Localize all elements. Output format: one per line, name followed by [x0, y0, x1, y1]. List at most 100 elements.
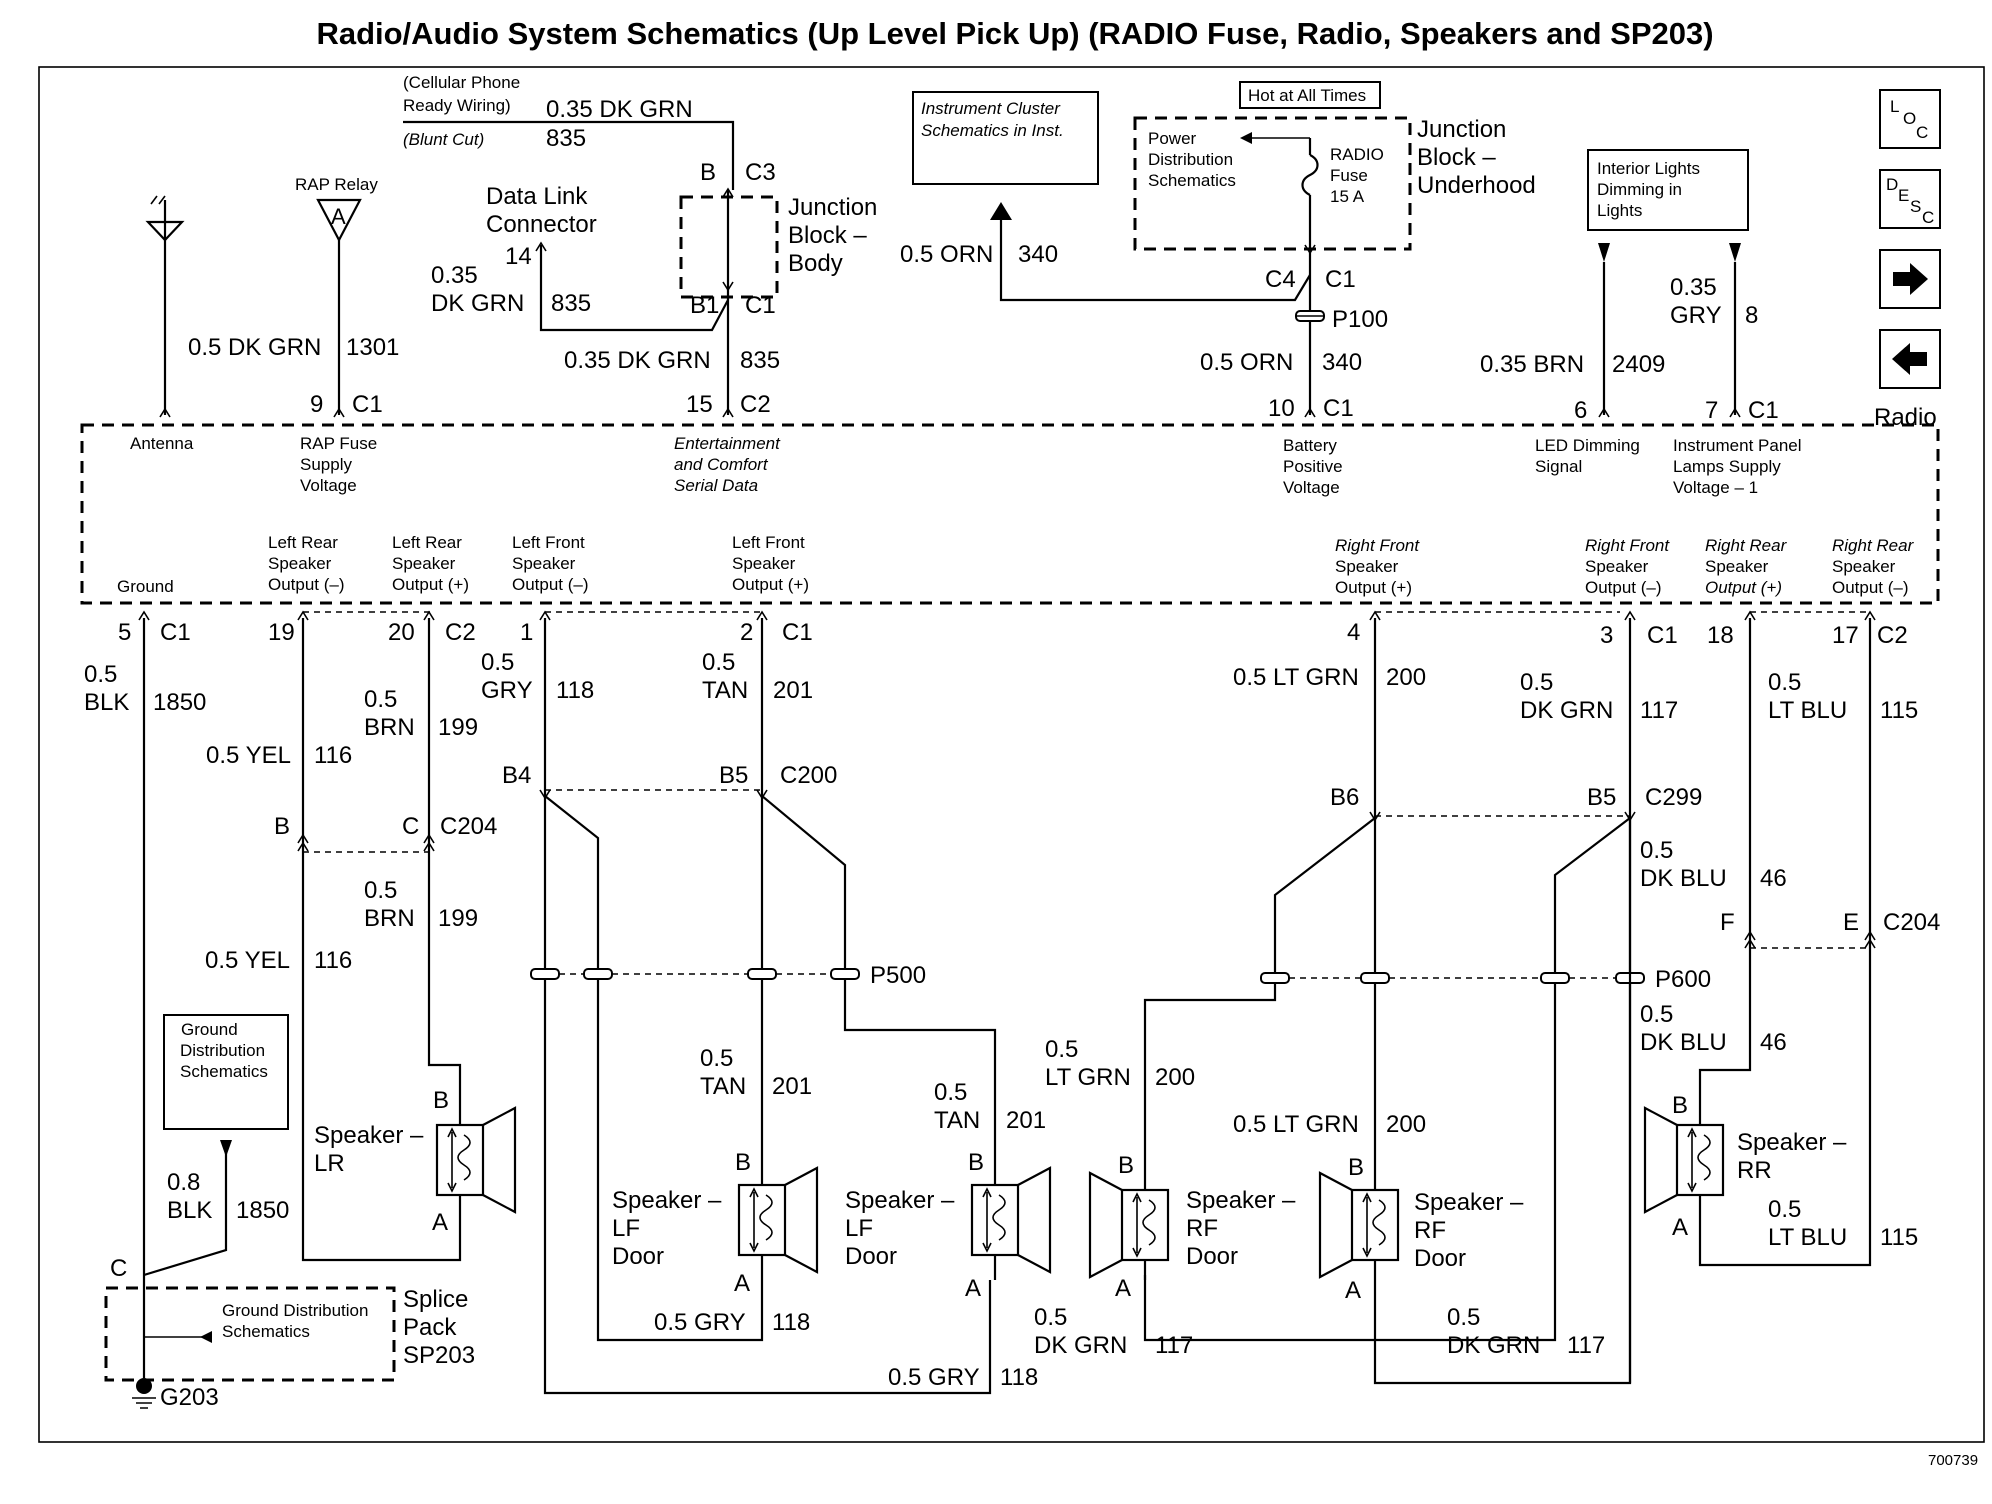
desc-letter-3: S	[1910, 197, 1921, 216]
rf2-pin-a: A	[1345, 1277, 1361, 1304]
bat-wire-label: 0.5 ORN	[1200, 349, 1293, 376]
pin-9: 9	[310, 391, 323, 418]
lrm-circuit: 116	[314, 742, 352, 769]
rfp2-circuit: 200	[1155, 1064, 1195, 1091]
interior-ref-1: Interior Lights	[1597, 159, 1700, 178]
ground-ref-3: Schematics	[180, 1062, 268, 1081]
radio-output-rrp-1: Right Rear	[1705, 536, 1788, 555]
lrp2-wire-1: 0.5	[364, 877, 397, 904]
radio-output-rrm-1: Right Rear	[1832, 536, 1915, 555]
connector-c4: C4	[1265, 266, 1296, 293]
ground-ref2-1: Ground Distribution	[222, 1301, 368, 1320]
pin-19: 19	[268, 619, 295, 646]
jbu-label-2: Block –	[1417, 144, 1496, 171]
rrm-circuit: 115	[1880, 697, 1918, 724]
lfm-wire-2: GRY	[481, 677, 533, 704]
ground-ref-2: Distribution	[180, 1041, 265, 1060]
speaker-rf-2-icon	[1318, 1171, 1400, 1279]
pin-b4: B4	[502, 762, 531, 789]
led-wire-label: 0.35 BRN	[1480, 351, 1584, 378]
cell-circuit-label: 835	[546, 125, 586, 152]
speaker-rr-icon	[1643, 1106, 1725, 1214]
lrp2-wire-2: BRN	[364, 905, 415, 932]
cell-wire-label: 0.35 DK GRN	[546, 96, 693, 123]
cell-label-2: Ready Wiring)	[403, 96, 511, 115]
radio-input-antenna: Antenna	[130, 434, 194, 453]
radio-input-battery-2: Positive	[1283, 457, 1343, 476]
dlc-label-2: Connector	[486, 211, 597, 238]
desc-letter-1: D	[1886, 175, 1898, 194]
pin-17: 17	[1832, 622, 1859, 649]
radio-input-led-1: LED Dimming	[1535, 436, 1640, 455]
radio-input-battery-1: Battery	[1283, 436, 1337, 455]
interior-ref-2: Dimming in	[1597, 180, 1682, 199]
rrp-wire-2: DK BLU	[1640, 865, 1727, 892]
speaker-lf1-label-2: LF	[612, 1215, 640, 1242]
fuse-label-1: RADIO	[1330, 145, 1384, 164]
lrp-circuit: 199	[438, 714, 478, 741]
cell-label-3: (Blunt Cut)	[403, 130, 484, 149]
lfm3-circuit: 118	[1000, 1364, 1038, 1391]
radio-input-battery-3: Voltage	[1283, 478, 1340, 497]
rap-wire-label: 0.5 DK GRN	[188, 334, 321, 361]
radio-output-lrp-3: Output (+)	[392, 575, 469, 594]
prev-button[interactable]	[1879, 329, 1941, 389]
lrm2-wire: 0.5 YEL	[205, 947, 290, 974]
jbu-label-1: Junction	[1417, 116, 1506, 143]
radio-module-box	[80, 423, 1940, 605]
pin-c204-b: B	[274, 813, 290, 840]
pin-b1: B1	[690, 292, 719, 319]
lf2-pin-b: B	[968, 1149, 984, 1176]
rfm2-circuit: 117	[1155, 1332, 1193, 1359]
speaker-lf1-label-3: Door	[612, 1243, 664, 1270]
speaker-rr-label-1: Speaker –	[1737, 1129, 1847, 1156]
speaker-lr-icon	[435, 1106, 517, 1214]
radio-output-ground: Ground	[117, 577, 174, 596]
gnd-wire-1: 0.5	[84, 661, 117, 688]
rf1-pin-a: A	[1115, 1275, 1131, 1302]
gnd-circuit: 1850	[153, 689, 206, 716]
pin-6: 6	[1574, 397, 1587, 424]
speaker-rf-1-icon	[1088, 1171, 1170, 1279]
instrument-cluster-ref	[912, 91, 1099, 185]
lfp3-circuit: 201	[1006, 1107, 1046, 1134]
radio-output-rrm-2: Speaker	[1832, 557, 1896, 576]
pin-7: 7	[1705, 397, 1718, 424]
rrm-wire-1: 0.5	[1768, 669, 1801, 696]
desc-button[interactable]: D E S C	[1879, 169, 1941, 229]
pin-cell-b: B	[700, 159, 716, 186]
radio-output-rfp-2: Speaker	[1335, 557, 1399, 576]
rap-relay-icon	[316, 198, 362, 243]
next-button[interactable]	[1879, 249, 1941, 309]
pin-7-connector: C1	[1748, 397, 1779, 424]
arrow-right-icon	[1893, 263, 1928, 295]
pin-15-connector: C2	[740, 391, 771, 418]
pin-9-connector: C1	[352, 391, 383, 418]
lfp-circuit: 201	[773, 677, 813, 704]
rrp-wire-1: 0.5	[1640, 837, 1673, 864]
p100-connector-icon	[1295, 310, 1325, 322]
ground-icon	[132, 1378, 156, 1409]
radio-output-rfp-1: Right Front	[1335, 536, 1420, 555]
pin-1: 1	[520, 619, 533, 646]
page-title: Radio/Audio System Schematics (Up Level …	[316, 16, 1713, 51]
speaker-lf-2-icon	[970, 1166, 1052, 1274]
splice-label-2: Pack	[403, 1314, 457, 1341]
pin-3-connector: C1	[1647, 622, 1678, 649]
lf2-pin-a: A	[965, 1275, 981, 1302]
radio-input-rap-2: Supply	[300, 455, 352, 474]
rap-relay-label: RAP Relay	[295, 175, 378, 194]
pin-c204-f: F	[1720, 909, 1735, 936]
cluster-circuit-label: 340	[1018, 241, 1058, 268]
power-ref-2: Distribution	[1148, 150, 1233, 169]
jb-wire-label: 0.35 DK GRN	[564, 347, 711, 374]
lrp-wire-1: 0.5	[364, 686, 397, 713]
loc-button[interactable]: L O C	[1879, 89, 1941, 149]
radio-input-serial-3: Serial Data	[674, 476, 758, 495]
lr-pin-b: B	[433, 1087, 449, 1114]
radio-output-lfp-3: Output (+)	[732, 575, 809, 594]
figure-id: 700739	[1928, 1452, 1978, 1469]
radio-input-led-2: Signal	[1535, 457, 1582, 476]
radio-label: Radio	[1874, 404, 1937, 431]
pin-dlc-14: 14	[505, 243, 532, 270]
